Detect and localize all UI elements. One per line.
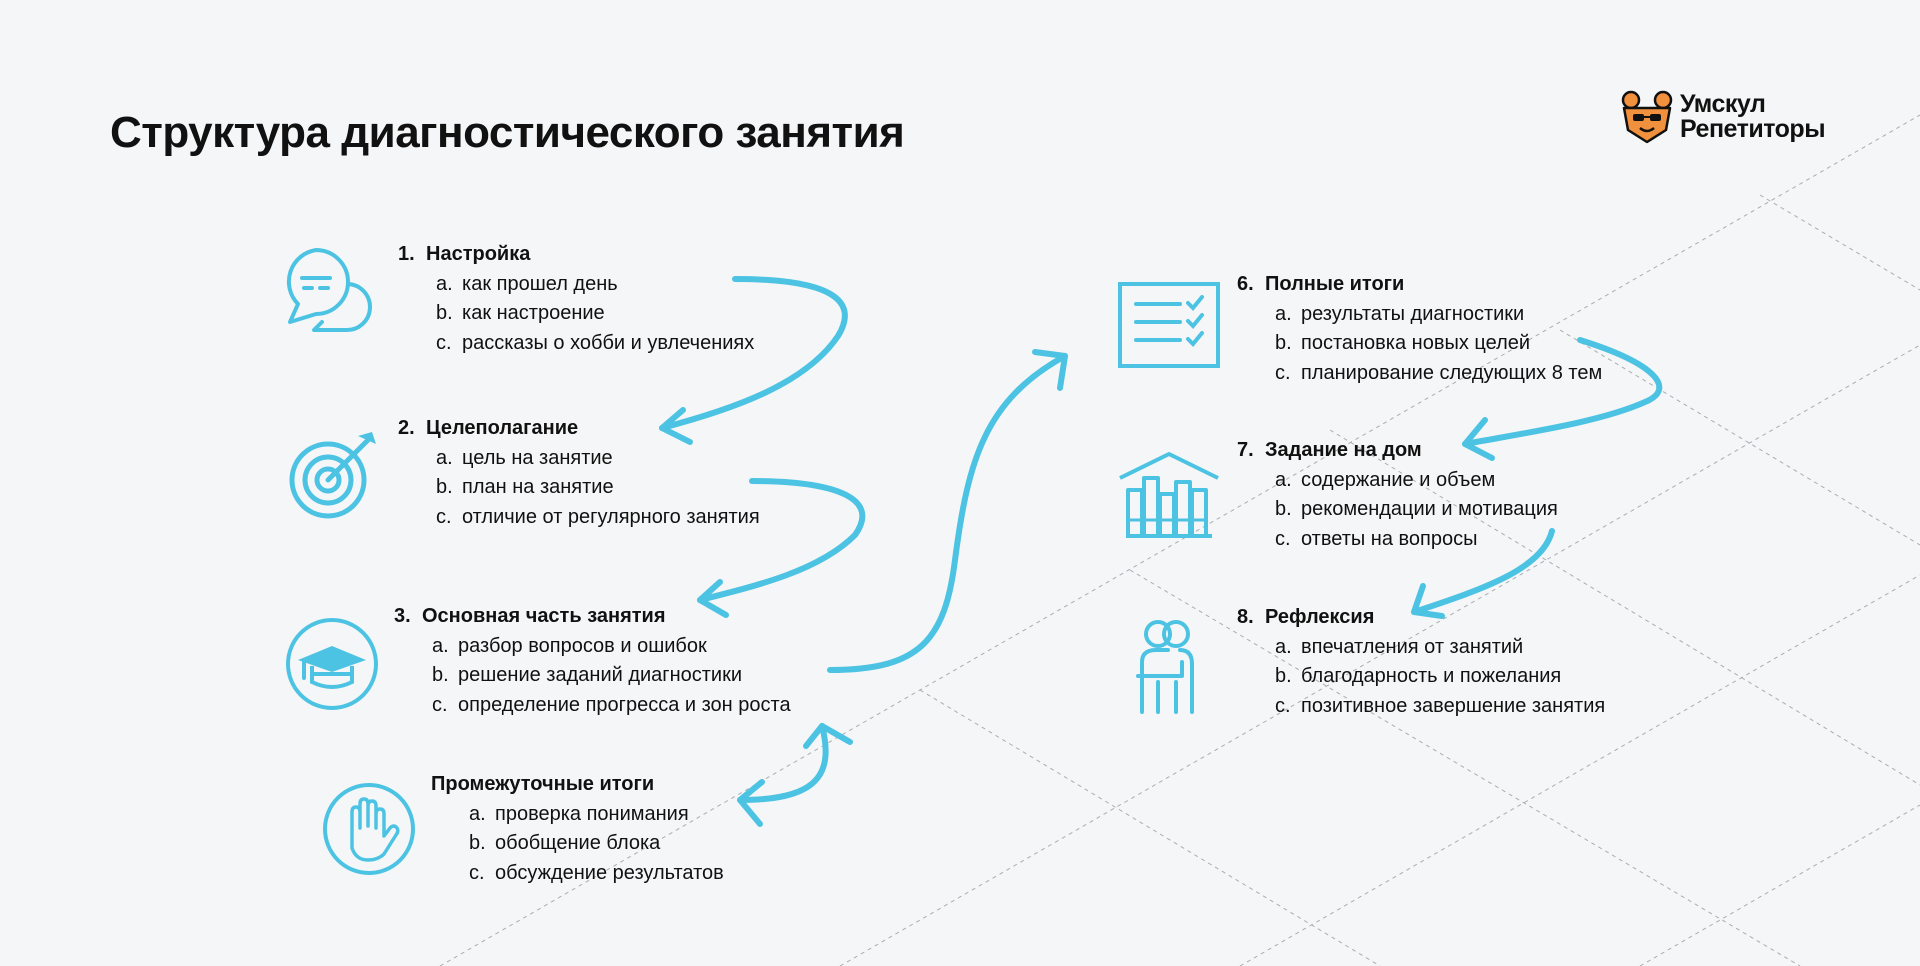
list-item: c. планирование следующих 8 тем bbox=[1237, 359, 1602, 389]
section-number: 6. bbox=[1237, 273, 1254, 295]
section-intermediate: Промежуточные итоги a. проверка понимания… bbox=[431, 770, 724, 888]
item-letter: a. bbox=[469, 802, 486, 825]
item-text: рекомендации и мотивация bbox=[1301, 498, 1558, 520]
item-text: ответы на вопросы bbox=[1301, 527, 1478, 550]
item-letter: a. bbox=[1275, 468, 1292, 491]
item-text: решение заданий диагностики bbox=[458, 664, 743, 686]
list-item: a. содержание и объем bbox=[1237, 466, 1558, 496]
item-text: цель на занятие bbox=[462, 446, 613, 469]
item-text: рассказы о хобби и увлечениях bbox=[462, 331, 755, 354]
item-text: определение прогресса и зон роста bbox=[458, 693, 791, 716]
list-item: b. план на занятие bbox=[398, 473, 760, 503]
logo-line-2: Репетиторы bbox=[1680, 115, 1826, 143]
item-letter: a. bbox=[1275, 302, 1292, 325]
item-letter: c. bbox=[436, 505, 452, 528]
item-letter: c. bbox=[432, 693, 448, 716]
list-item: b. постановка новых целей bbox=[1237, 329, 1602, 359]
item-text: постановка новых целей bbox=[1301, 332, 1531, 354]
list-item: b. решение заданий диагностики bbox=[394, 661, 791, 691]
list-item: c. отличие от регулярного занятия bbox=[398, 503, 760, 533]
page-title: Структура диагностического занятия bbox=[110, 108, 905, 157]
item-text: содержание и объем bbox=[1301, 468, 1496, 491]
item-letter: a. bbox=[436, 446, 453, 469]
item-text: как настроение bbox=[462, 302, 605, 324]
list-item: a. как прошел день bbox=[398, 270, 754, 300]
section-8: 8. Рефлексия a. впечатления от занятий b. б… bbox=[1237, 603, 1605, 721]
item-letter: b. bbox=[469, 832, 486, 854]
list-item: a. результаты диагностики bbox=[1237, 300, 1602, 330]
section-number: 7. bbox=[1237, 439, 1254, 461]
section-2: 2. Целеполагание a. цель на занятие b. план… bbox=[398, 414, 760, 532]
item-letter: b. bbox=[1275, 498, 1292, 520]
section-number: 2. bbox=[398, 417, 415, 439]
target-icon bbox=[289, 432, 376, 519]
item-text: обсуждение результатов bbox=[495, 861, 724, 884]
item-text: позитивное завершение занятия bbox=[1301, 694, 1606, 717]
item-letter: c. bbox=[469, 861, 485, 884]
hug-icon bbox=[1136, 620, 1194, 714]
section-title: Полные итоги bbox=[1265, 273, 1405, 295]
checklist-icon bbox=[1118, 282, 1220, 368]
item-text: план на занятие bbox=[462, 476, 614, 498]
list-item: b. обобщение блока bbox=[431, 829, 724, 859]
graduation-cap-icon bbox=[286, 618, 378, 710]
section-title: Настройка bbox=[426, 243, 531, 265]
item-letter: b. bbox=[1275, 332, 1292, 354]
brand-logo: Умскул Репетиторы bbox=[1620, 90, 1840, 146]
list-item: a. цель на занятие bbox=[398, 444, 760, 474]
list-item: a. разбор вопросов и ошибок bbox=[394, 632, 791, 662]
list-item: b. как настроение bbox=[398, 299, 754, 329]
item-text: отличие от регулярного занятия bbox=[462, 505, 760, 528]
section-number: 1. bbox=[398, 243, 415, 265]
list-item: c. ответы на вопросы bbox=[1237, 525, 1558, 555]
list-item: a. проверка понимания bbox=[431, 800, 724, 830]
section-title: Промежуточные итоги bbox=[431, 773, 655, 795]
section-title: Задание на дом bbox=[1265, 439, 1422, 461]
list-item: c. рассказы о хобби и увлечениях bbox=[398, 329, 754, 359]
list-item: c. определение прогресса и зон роста bbox=[394, 691, 791, 721]
item-text: впечатления от занятий bbox=[1301, 635, 1524, 658]
section-1: 1. Настройка a. как прошел день b. как наст… bbox=[398, 240, 754, 358]
chat-bubbles-icon bbox=[286, 248, 373, 333]
item-letter: c. bbox=[1275, 694, 1291, 717]
item-letter: a. bbox=[1275, 635, 1292, 658]
item-letter: b. bbox=[436, 476, 453, 498]
item-letter: a. bbox=[436, 272, 453, 295]
item-letter: a. bbox=[432, 634, 449, 657]
item-letter: b. bbox=[1275, 665, 1292, 687]
list-item: b. рекомендации и мотивация bbox=[1237, 495, 1558, 525]
section-7: 7. Задание на дом a. содержание и объем b.… bbox=[1237, 436, 1558, 554]
list-item: a. впечатления от занятий bbox=[1237, 633, 1605, 663]
item-text: результаты диагностики bbox=[1301, 302, 1525, 325]
section-6: 6.Полные итоги a.результаты диагностики … bbox=[1237, 270, 1602, 388]
item-letter: c. bbox=[1275, 361, 1291, 384]
item-letter: b. bbox=[432, 664, 449, 686]
list-item: b. благодарность и пожелания bbox=[1237, 662, 1605, 692]
bookshelf-icon bbox=[1119, 452, 1219, 538]
item-text: разбор вопросов и ошибок bbox=[458, 634, 707, 657]
hand-icon bbox=[323, 783, 415, 875]
section-title: Рефлексия bbox=[1265, 606, 1375, 628]
section-3: 3. Основная часть занятия a. разбор вопрос… bbox=[394, 602, 791, 720]
section-number: 8. bbox=[1237, 606, 1254, 628]
item-text: благодарность и пожелания bbox=[1301, 665, 1562, 687]
item-letter: c. bbox=[1275, 527, 1291, 550]
item-text: как прошел день bbox=[462, 272, 618, 295]
item-text: обобщение блока bbox=[495, 832, 661, 854]
section-number: 3. bbox=[394, 605, 411, 627]
bear-logo-icon bbox=[1621, 90, 1673, 144]
section-title: Основная часть занятия bbox=[422, 605, 666, 627]
item-text: планирование следующих 8 тем bbox=[1301, 361, 1603, 384]
item-text: проверка понимания bbox=[495, 802, 689, 825]
list-item: c. обсуждение результатов bbox=[431, 859, 724, 889]
section-title: Целеполагание bbox=[426, 417, 579, 439]
item-letter: b. bbox=[436, 302, 453, 324]
list-item: c. позитивное завершение занятия bbox=[1237, 692, 1605, 722]
item-letter: c. bbox=[436, 331, 452, 354]
logo-line-1: Умскул bbox=[1680, 90, 1766, 118]
